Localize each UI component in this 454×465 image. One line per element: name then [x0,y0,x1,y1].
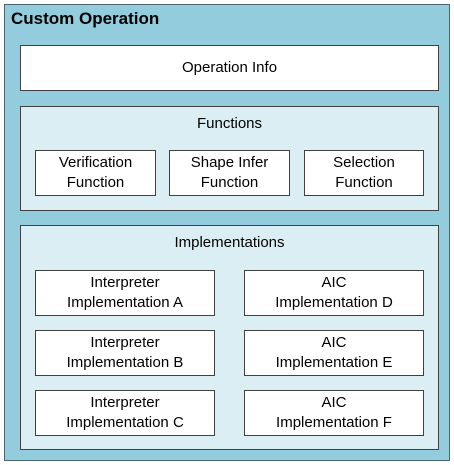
verification-function-line1: Verification [58,154,133,171]
aic-implementation-d-line1: AIC [321,274,347,291]
aic-implementation-e-line2: Implementation E [275,354,393,371]
interpreter-implementation-a-line2: Implementation A [67,294,183,311]
verification-function-line2: Function [66,174,125,191]
shape-infer-function-box: Shape Infer Function [169,150,290,196]
aic-implementation-e-line1: AIC [321,334,347,351]
shape-infer-function-line2: Function [200,174,259,191]
aic-implementation-f-box: AIC Implementation F [244,390,424,436]
aic-implementation-e-box: AIC Implementation E [244,330,424,376]
interpreter-implementation-b-line1: Interpreter [90,334,160,351]
selection-function-box: Selection Function [304,150,424,196]
aic-implementation-f-line1: AIC [321,394,347,411]
implementations-section: Implementations Interpreter Implementati… [20,225,439,450]
aic-implementation-f-line2: Implementation F [276,414,392,431]
operation-info-box: Operation Info [20,45,439,91]
verification-function-box: Verification Function [35,150,156,196]
implementations-title: Implementations [174,234,285,251]
operation-info-label: Operation Info [181,59,278,76]
custom-operation-title: Custom Operation [11,9,160,28]
interpreter-implementation-b-box: Interpreter Implementation B [35,330,215,376]
custom-operation-container: Custom Operation Operation Info Function… [4,4,450,461]
functions-section: Functions Verification Function Shape In… [20,106,439,211]
selection-function-line2: Function [335,174,393,191]
interpreter-implementation-b-line2: Implementation B [66,354,184,371]
shape-infer-function-line1: Shape Infer [190,154,269,171]
aic-implementation-d-box: AIC Implementation D [244,270,424,316]
selection-function-line1: Selection [333,154,395,171]
interpreter-implementation-a-box: Interpreter Implementation A [35,270,215,316]
interpreter-implementation-a-line1: Interpreter [90,274,160,291]
interpreter-implementation-c-box: Interpreter Implementation C [35,390,215,436]
functions-title: Functions [196,115,263,132]
interpreter-implementation-c-line1: Interpreter [90,394,160,411]
interpreter-implementation-c-line2: Implementation C [66,414,184,431]
aic-implementation-d-line2: Implementation D [275,294,393,311]
